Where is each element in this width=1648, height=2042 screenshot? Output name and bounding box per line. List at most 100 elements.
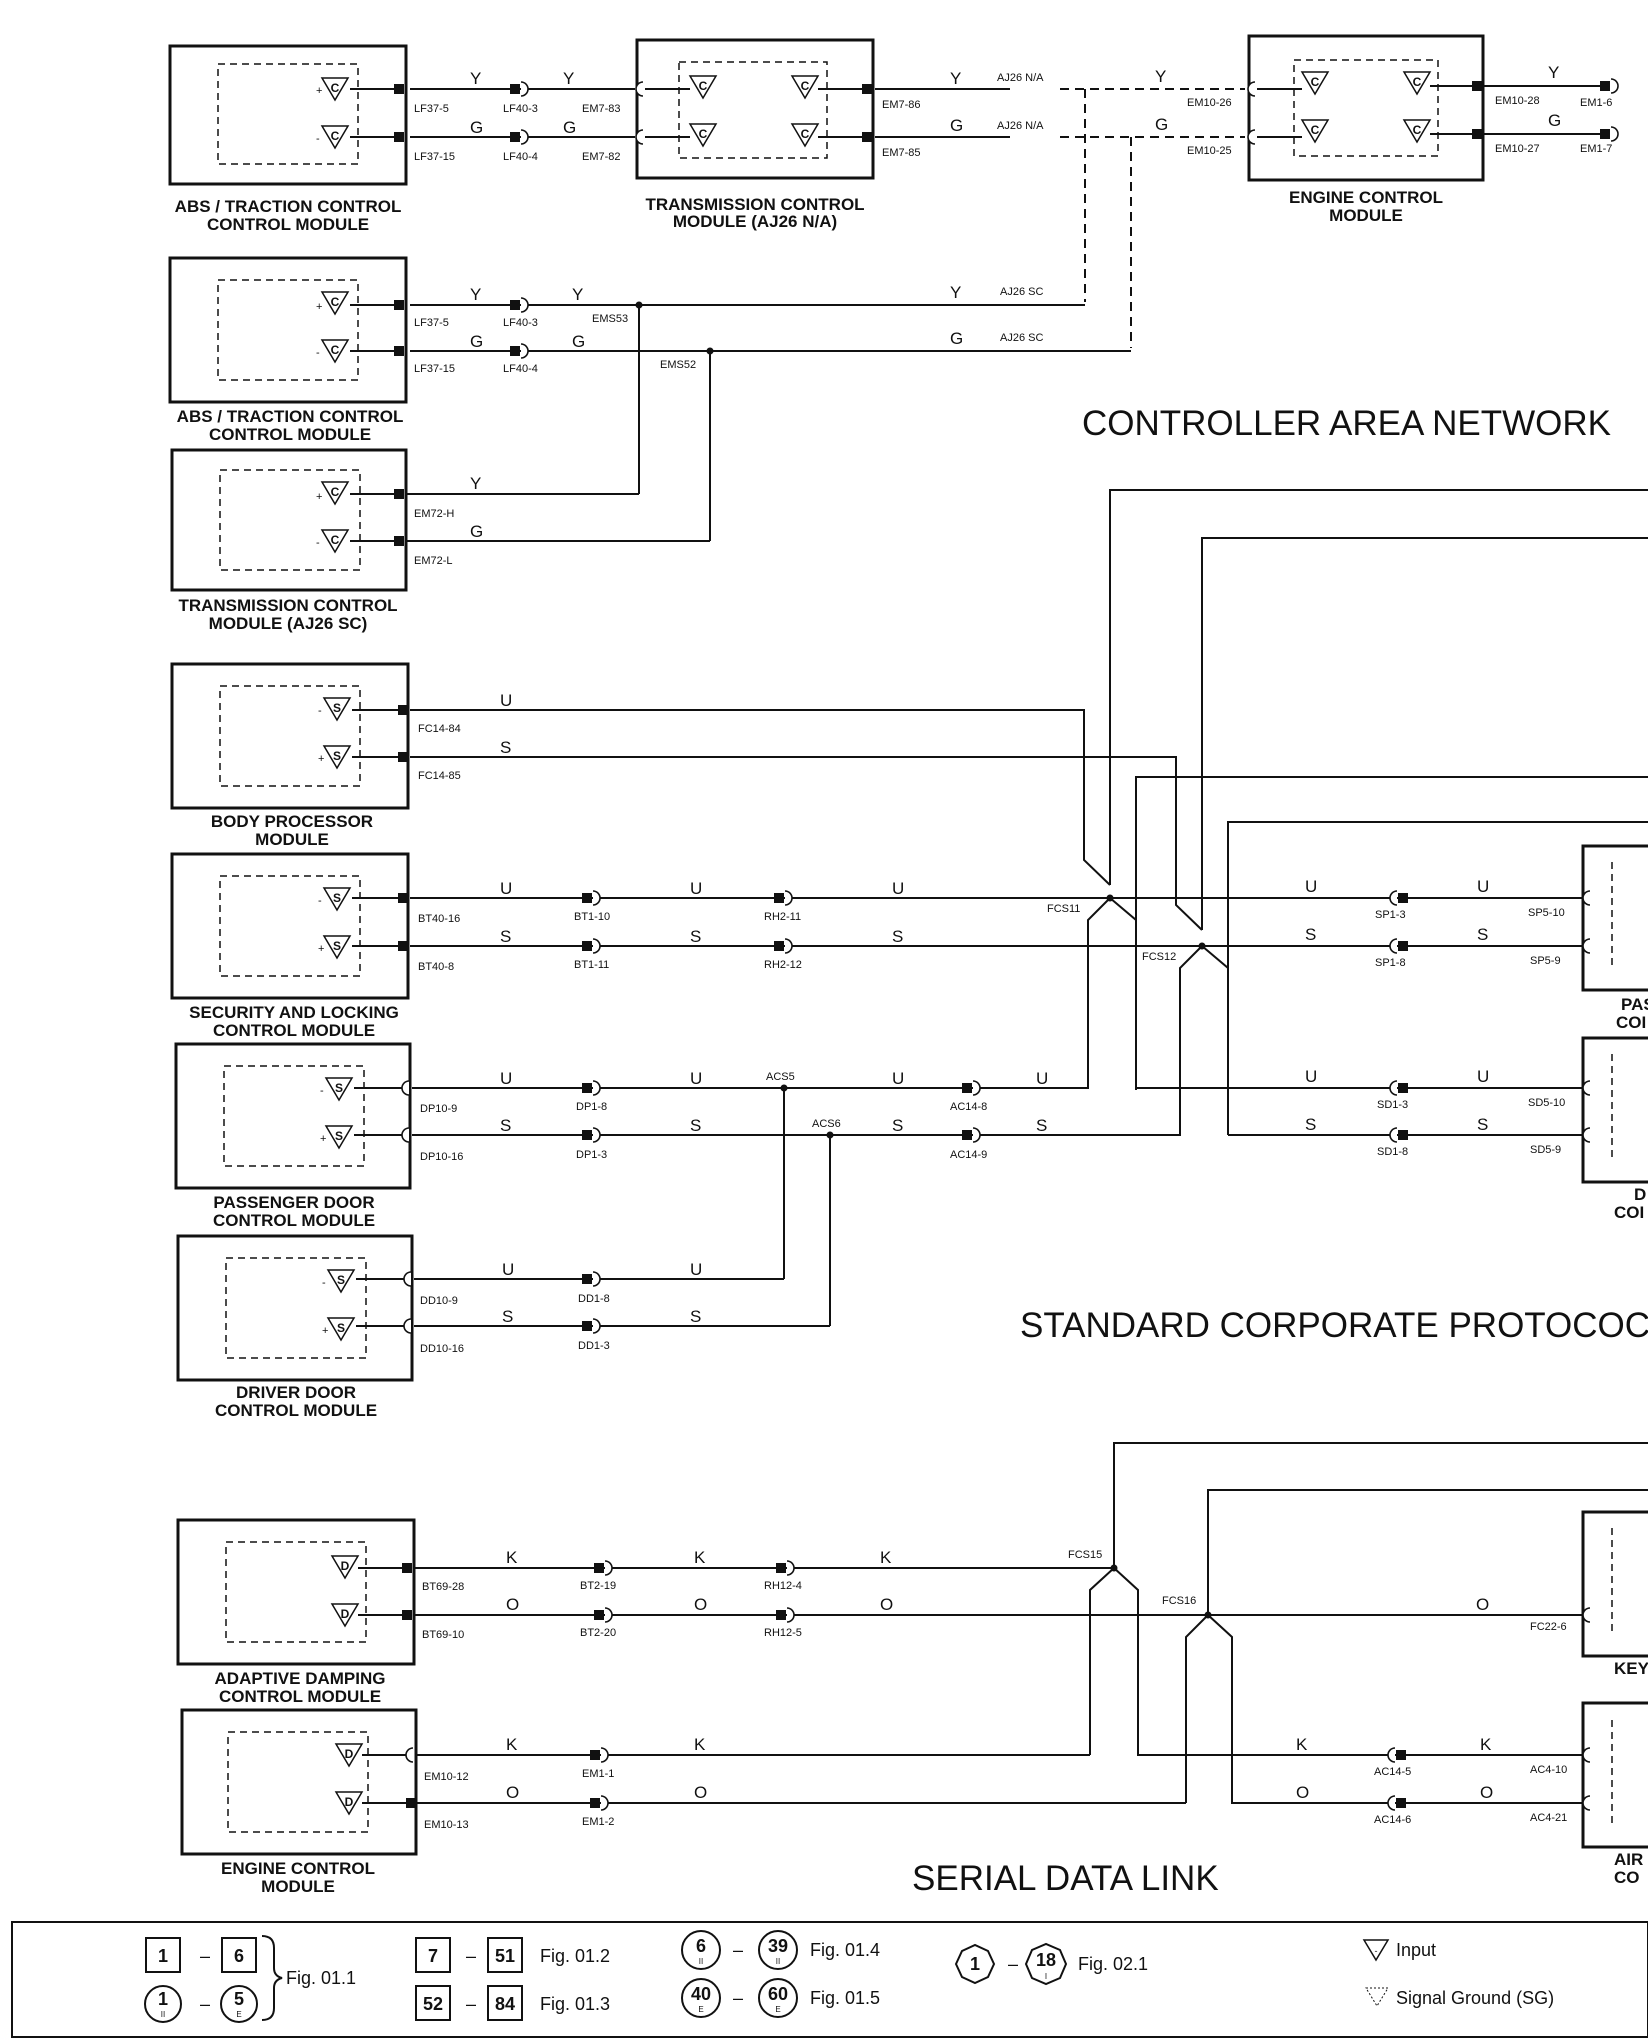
svg-text:ABS / TRACTION CONTROL: ABS / TRACTION CONTROL <box>175 197 402 216</box>
svg-text:U: U <box>1477 1067 1489 1086</box>
svg-text:K: K <box>506 1548 518 1567</box>
svg-text:ENGINE CONTROL: ENGINE CONTROL <box>1289 188 1443 207</box>
svg-text:FCS11: FCS11 <box>1047 903 1080 915</box>
svg-text:S: S <box>500 1116 511 1135</box>
svg-text:Y: Y <box>950 283 961 302</box>
svg-text:AC14-5: AC14-5 <box>1374 1766 1411 1778</box>
svg-text:U: U <box>502 1260 514 1279</box>
svg-text:SD1-8: SD1-8 <box>1377 1146 1408 1158</box>
svg-text:EM1-1: EM1-1 <box>582 1768 614 1780</box>
svg-text:SD5-9: SD5-9 <box>1530 1144 1561 1156</box>
svg-text:LF40-4: LF40-4 <box>503 363 538 375</box>
svg-text:EM1-2: EM1-2 <box>582 1816 614 1828</box>
svg-text:DD1-3: DD1-3 <box>578 1340 610 1352</box>
svg-text:EM7-86: EM7-86 <box>882 99 921 111</box>
svg-text:G: G <box>563 118 576 137</box>
svg-text:84: 84 <box>495 1994 515 2014</box>
svg-text:I: I <box>1045 1972 1047 1981</box>
svg-text:K: K <box>506 1735 518 1754</box>
svg-text:FC22-6: FC22-6 <box>1530 1621 1567 1633</box>
svg-text:–: – <box>466 1994 476 2014</box>
svg-text:51: 51 <box>495 1946 515 1966</box>
svg-text:52: 52 <box>423 1994 443 2014</box>
svg-text:ADAPTIVE DAMPING: ADAPTIVE DAMPING <box>215 1669 386 1688</box>
svg-text:SD5-10: SD5-10 <box>1528 1097 1565 1109</box>
svg-text:FCS16: FCS16 <box>1162 1595 1196 1607</box>
svg-text:LF40-3: LF40-3 <box>503 103 538 115</box>
passenger-door-control-module: S - S + PASSENGER DOOR CONTROL MODULE DP… <box>174 1042 463 1230</box>
svg-text:TRANSMISSION CONTROL: TRANSMISSION CONTROL <box>178 596 397 615</box>
svg-text:AC14-6: AC14-6 <box>1374 1814 1411 1826</box>
svg-text:RH12-4: RH12-4 <box>764 1580 802 1592</box>
svg-text:-: - <box>316 133 320 145</box>
svg-text:MODULE: MODULE <box>1329 206 1403 225</box>
svg-text:Y: Y <box>470 285 481 304</box>
svg-text:S: S <box>1305 925 1316 944</box>
svg-text:PASSENGER DOOR: PASSENGER DOOR <box>213 1193 374 1212</box>
abs-traction-control-module-na: C + C - ABS / TRACTION CONTROL CONTROL M… <box>168 44 455 234</box>
svg-text:G: G <box>950 329 963 348</box>
svg-text:6: 6 <box>234 1946 244 1966</box>
svg-text:AC14-9: AC14-9 <box>950 1149 987 1161</box>
svg-text:-: - <box>322 1277 326 1289</box>
svg-text:COI: COI <box>1614 1203 1644 1222</box>
svg-text:BT69-10: BT69-10 <box>422 1629 464 1641</box>
svg-text:U: U <box>500 879 512 898</box>
svg-text:-: - <box>1375 1946 1378 1956</box>
svg-text:II: II <box>699 1957 703 1966</box>
svg-text:–: – <box>733 1988 743 2008</box>
svg-text:AC4-21: AC4-21 <box>1530 1812 1567 1824</box>
svg-text:CONTROL MODULE: CONTROL MODULE <box>207 215 369 234</box>
svg-text:S: S <box>335 1081 343 1095</box>
svg-text:G: G <box>470 332 483 351</box>
svg-text:AIR: AIR <box>1614 1850 1643 1869</box>
svg-text:CONTROL MODULE: CONTROL MODULE <box>213 1021 375 1040</box>
svg-text:E: E <box>236 2010 241 2019</box>
svg-text:SD1-3: SD1-3 <box>1377 1099 1408 1111</box>
svg-text:SECURITY AND LOCKING: SECURITY AND LOCKING <box>189 1003 399 1022</box>
svg-text:+: + <box>316 85 322 97</box>
svg-text:U: U <box>892 879 904 898</box>
svg-text:G: G <box>470 118 483 137</box>
driver-door-control-module: S - S + DRIVER DOOR CONTROL MODULE DD10-… <box>176 1234 464 1420</box>
svg-text:AJ26 N/A: AJ26 N/A <box>997 120 1044 132</box>
svg-text:–: – <box>1008 1954 1018 1974</box>
svg-text:RH2-12: RH2-12 <box>764 959 802 971</box>
svg-text:Fig. 02.1: Fig. 02.1 <box>1078 1954 1148 1974</box>
svg-text:CONTROL MODULE: CONTROL MODULE <box>215 1401 377 1420</box>
engine-control-module-can: C C C C ENGINE CONTROL MODULE EM10-26 EM… <box>1187 34 1540 225</box>
svg-text:S: S <box>892 1116 903 1135</box>
svg-text:–: – <box>200 1994 210 2014</box>
svg-text:1: 1 <box>158 1946 168 1966</box>
svg-text:E: E <box>698 2005 703 2014</box>
svg-text:CO: CO <box>1614 1868 1640 1887</box>
svg-text:+: + <box>316 491 322 503</box>
svg-text:S: S <box>335 1129 343 1143</box>
svg-text:1: 1 <box>970 1954 980 1974</box>
svg-text:S: S <box>690 1307 701 1326</box>
svg-text:K: K <box>880 1548 892 1567</box>
svg-text:TRANSMISSION CONTROL: TRANSMISSION CONTROL <box>645 195 864 214</box>
svg-text:C: C <box>1413 75 1422 89</box>
svg-text:DD1-8: DD1-8 <box>578 1293 610 1305</box>
svg-text:S: S <box>337 1273 345 1287</box>
svg-text:II: II <box>161 2010 165 2019</box>
passenger-seat-module-partial: PAS COI <box>1581 844 1648 1032</box>
svg-text:O: O <box>694 1783 707 1802</box>
svg-text:S: S <box>333 701 341 715</box>
svg-text:ENGINE CONTROL: ENGINE CONTROL <box>221 1859 375 1878</box>
svg-text:Y: Y <box>1155 67 1166 86</box>
svg-text:Y: Y <box>950 69 961 88</box>
sdl-network-title: SERIAL DATA LINK <box>912 1859 1219 1898</box>
svg-text:FCS15: FCS15 <box>1068 1549 1102 1561</box>
svg-text:U: U <box>690 1260 702 1279</box>
svg-text:S: S <box>500 738 511 757</box>
svg-text:DD10-16: DD10-16 <box>420 1343 464 1355</box>
svg-text:RH2-11: RH2-11 <box>764 911 801 923</box>
svg-text:Y: Y <box>470 474 481 493</box>
can-plus-symbol <box>320 77 350 102</box>
svg-text:U: U <box>1305 877 1317 896</box>
svg-text:LF37-5: LF37-5 <box>414 317 449 329</box>
svg-text:O: O <box>694 1595 707 1614</box>
